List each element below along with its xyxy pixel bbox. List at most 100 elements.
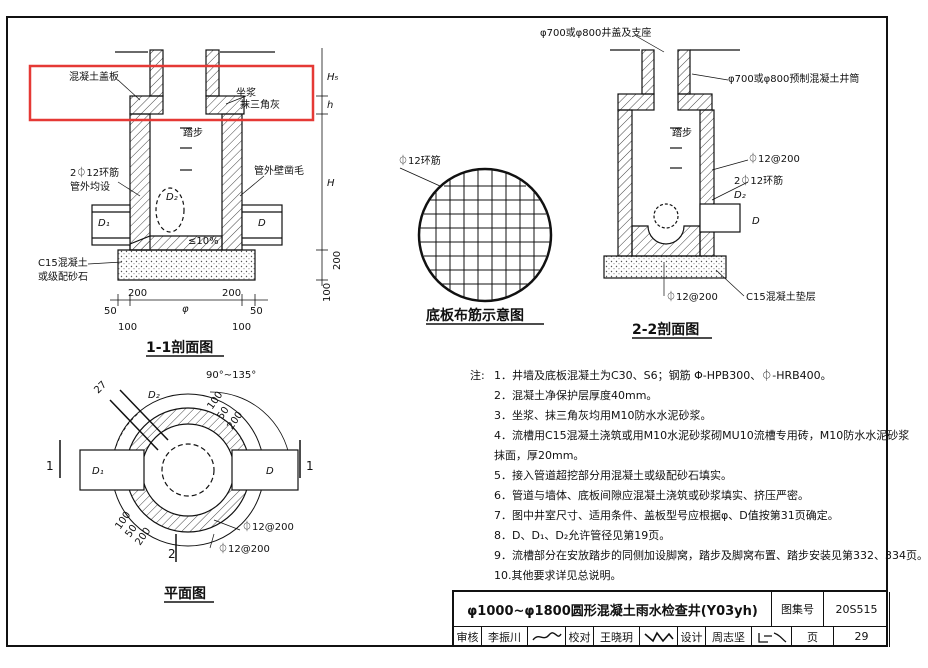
chamber-wall-left (129, 113, 151, 251)
plan-inner-circle (141, 423, 235, 517)
note-10: 10.其他要求详见总说明。 (494, 569, 622, 582)
highlight-box (28, 64, 315, 122)
label-27: 27 (92, 379, 109, 396)
label-d1: D₁ (98, 218, 110, 229)
note-4-cont: 抹面，厚20mm。 (494, 449, 585, 462)
dim-h: h (327, 100, 333, 111)
label-d2-2: D₂ (734, 190, 746, 201)
base-plate-grid (420, 170, 550, 300)
label-mortar: 坐浆 (236, 86, 256, 99)
label-plan-rebar1: ⏀12@200 (242, 520, 294, 533)
chimney-wall-right (205, 49, 220, 97)
note-8: 8．D、D₁、D₂允许管径见第19页。 (494, 529, 671, 542)
plan-inlet-pipe (79, 449, 145, 491)
base-2 (603, 255, 727, 279)
check-name: 王晓玥 (594, 626, 640, 647)
label-c15-2: C15混凝土垫层 (746, 290, 816, 303)
label-d: D (258, 218, 266, 229)
cut-mark-2: 2 (168, 547, 176, 561)
pipe-2 (699, 203, 741, 233)
review-label: 审核 (454, 626, 482, 647)
dim-h5: H₅ (327, 72, 339, 83)
atlas-label: 图集号 (772, 592, 824, 626)
tube-wall-left (641, 49, 655, 95)
label-d2: D₂ (166, 192, 178, 203)
label-base-ring: ⏀12环筋 (398, 154, 441, 167)
label-plan-d2: D₂ (148, 390, 160, 401)
cover-slab-left (129, 95, 164, 115)
review-name: 李振川 (482, 626, 528, 647)
check-label: 校对 (566, 626, 594, 647)
side-pipe-ellipse (155, 187, 185, 233)
channel-2 (631, 225, 701, 257)
dim-phi: φ (182, 304, 189, 315)
chimney-wall-left (149, 49, 164, 97)
label-step: 踏步 (183, 126, 203, 139)
dim-100-left: 100 (118, 322, 137, 333)
note-9: 9．流槽部分在安放踏步的同侧加设脚窝，踏步及脚窝布置、踏步安装见第332、334… (494, 549, 928, 562)
title-block: φ1000~φ1800圆形混凝土雨水检查井(Y03yh) 图集号 20S515 … (452, 590, 890, 647)
label-slope: ≤10% (188, 236, 219, 247)
note-5: 5．接入管道超挖部分用混凝土或级配砂石填实。 (494, 469, 732, 482)
title-plan: 平面图 (164, 586, 206, 602)
label-rebar200-2: ⏀12@200 (748, 152, 800, 165)
drawing-frame (6, 16, 888, 647)
design-label: 设计 (678, 626, 706, 647)
plan-chimney-circle (161, 443, 215, 497)
note-1: 1．井墙及底板混凝土为C30、S6；钢筋 Φ-HPB300、⏀-HRB400。 (494, 369, 832, 382)
label-concrete-cover: 混凝土盖板 (69, 70, 119, 83)
dim-50-right: 50 (250, 306, 263, 317)
label-pipe-wall: 管外壁凿毛 (254, 164, 304, 177)
label-plan-d1: D₁ (92, 466, 104, 477)
label-tube-2: φ700或φ800预制混凝土井筒 (728, 72, 859, 85)
signature-check (643, 630, 674, 642)
design-name: 周志坚 (706, 626, 752, 647)
atlas-number: 20S515 (824, 592, 890, 626)
dim-200-right: 200 (222, 288, 241, 299)
cover-left-2 (617, 93, 655, 111)
label-d-2: D (752, 216, 760, 227)
cut-mark-1-left: 1 (46, 459, 54, 473)
base-plate-circle (417, 167, 553, 303)
chamber-wall-right (221, 113, 243, 251)
label-rebar-ring: 2⏀12环筋 (70, 166, 119, 179)
note-6: 6．管道与墙体、底板间隙应混凝土浇筑或砂浆填实、挤压严密。 (494, 489, 809, 502)
title-base-plate: 底板布筋示意图 (426, 307, 524, 324)
note-2: 2．混凝土净保护层厚度40mm。 (494, 389, 658, 402)
dim-H: H (327, 178, 335, 189)
cover-right-2 (677, 93, 713, 111)
label-rebar-bottom-2: ⏀12@200 (666, 290, 718, 303)
note-7: 7．图中井室尺寸、适用条件、盖板型号应根据φ、D值按第31页确定。 (494, 509, 839, 522)
signature-review (531, 631, 562, 640)
plan-outlet-pipe (231, 449, 299, 491)
drawing-canvas: 混凝土盖板 坐浆 抹三角灰 踏步 2⏀12环筋 管外均设 管外壁凿毛 D₂ D₁… (28, 26, 859, 603)
label-triangle: 抹三角灰 (240, 98, 280, 111)
label-ring-2: 2⏀12环筋 (734, 174, 783, 187)
section-2-2 (603, 35, 749, 297)
title-block-row-1: φ1000~φ1800圆形混凝土雨水检查井(Y03yh) 图集号 20S515 (454, 592, 890, 627)
drawing-title: φ1000~φ1800圆形混凝土雨水检查井(Y03yh) (454, 592, 772, 626)
dim-100-right: 100 (232, 322, 251, 333)
label-angle: 90°~135° (206, 370, 256, 381)
section-1-1 (87, 48, 328, 306)
label-plan-rebar2: ⏀12@200 (218, 542, 270, 555)
plan-view (59, 389, 301, 562)
check-signature (640, 626, 678, 647)
base-slab (117, 249, 256, 281)
dim-200-left: 200 (128, 288, 147, 299)
dim-50-left: 50 (104, 306, 117, 317)
label-cover-2: φ700或φ800井盖及支座 (540, 26, 651, 39)
dim-100-vertical: 100 (322, 283, 333, 302)
wall-left-2 (617, 109, 633, 257)
page-number: 29 (834, 626, 890, 647)
design-signature (752, 626, 792, 647)
note-4: 4．流槽用C15混凝土浇筑或用M10水泥砂浆砌MU10流槽专用砖，M10防水水泥… (494, 429, 910, 442)
label-plan-d: D (266, 466, 274, 477)
label-step-2: 踏步 (672, 126, 692, 139)
notes-prefix: 注: (470, 369, 485, 382)
title-block-row-2: 审核 李振川 校对 王晓玥 设计 周志坚 页 29 (454, 626, 890, 647)
wall-right-2 (699, 109, 715, 257)
tube-wall-right (677, 49, 691, 95)
signature-design (757, 631, 786, 643)
cut-mark-1-right: 1 (306, 459, 314, 473)
